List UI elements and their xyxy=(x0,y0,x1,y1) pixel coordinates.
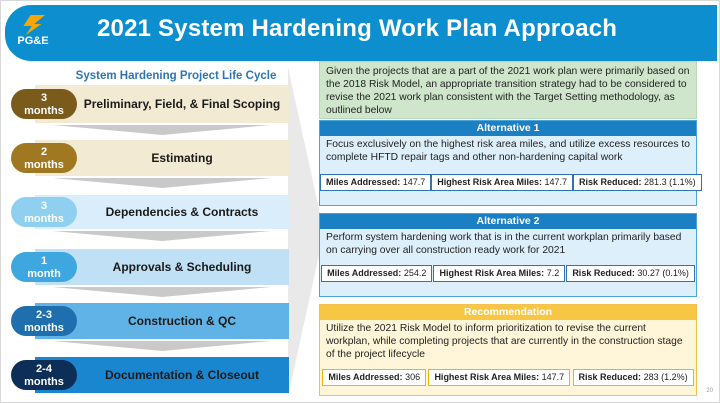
alternative-1-text: Focus exclusively on the highest risk ar… xyxy=(326,139,690,163)
duration-value: 2-4 xyxy=(36,363,52,375)
duration-unit: months xyxy=(24,376,64,388)
metric-miles-addressed: Miles Addressed: 254.2 xyxy=(321,265,433,282)
metric-highest-risk-miles: Highest Risk Area Miles: 147.7 xyxy=(431,174,573,191)
intro-text: Given the projects that are a part of th… xyxy=(319,61,697,119)
down-arrow-icon xyxy=(53,287,271,297)
duration-unit: month xyxy=(27,268,61,280)
alternative-2-metrics: Miles Addressed: 254.2 Highest Risk Area… xyxy=(320,265,696,282)
metric-risk-reduced: Risk Reduced: 283 (1.2%) xyxy=(572,369,694,386)
pge-logo: PG&E xyxy=(15,15,51,53)
duration-value: 2 xyxy=(40,146,48,158)
duration-unit: months xyxy=(24,322,64,334)
duration-unit: months xyxy=(24,159,64,171)
recommendation-metrics: Miles Addressed: 306 Highest Risk Area M… xyxy=(320,369,696,386)
page-title: 2021 System Hardening Work Plan Approach xyxy=(97,15,618,42)
stage-label: Documentation & Closeout xyxy=(104,368,259,382)
stage-label: Dependencies & Contracts xyxy=(105,205,259,219)
duration-value: 3 xyxy=(40,92,48,104)
duration-value: 3 xyxy=(40,200,48,212)
duration-value: 1 xyxy=(40,255,48,267)
stage-bar xyxy=(35,140,289,176)
alternative-1-panel: Alternative 1 Focus exclusively on the h… xyxy=(319,120,702,206)
metric-highest-risk-miles: Highest Risk Area Miles: 147.7 xyxy=(428,369,571,386)
recommendation-text: Utilize the 2021 Risk Model to inform pr… xyxy=(326,323,683,360)
alternative-2-panel: Alternative 2 Perform system hardening w… xyxy=(319,213,697,297)
metric-miles-addressed: Miles Addressed: 306 xyxy=(322,369,427,386)
stage-bar xyxy=(35,195,289,229)
stage-label: Preliminary, Field, & Final Scoping xyxy=(83,97,281,111)
header-banner: PG&E 2021 System Hardening Work Plan App… xyxy=(5,5,717,61)
duration-unit: months xyxy=(24,105,64,117)
recommendation-panel: Recommendation Utilize the 2021 Risk Mod… xyxy=(319,304,697,396)
down-arrow-icon xyxy=(53,231,271,241)
alternative-2-heading: Alternative 2 xyxy=(320,214,696,229)
duration-value: 2-3 xyxy=(36,309,52,321)
lifecycle-title: System Hardening Project Life Cycle xyxy=(75,70,277,82)
metric-miles-addressed: Miles Addressed: 147.7 xyxy=(320,174,432,191)
down-arrow-icon xyxy=(53,178,271,188)
duration-unit: months xyxy=(24,213,64,225)
metric-risk-reduced: Risk Reduced: 281.3 (1.1%) xyxy=(573,174,702,191)
lightning-icon xyxy=(23,15,45,35)
stage-bar xyxy=(35,249,289,285)
down-arrow-icon xyxy=(53,341,271,351)
stage-bar xyxy=(35,357,289,393)
metric-risk-reduced: Risk Reduced: 30.27 (0.1%) xyxy=(566,265,695,282)
logo-text: PG&E xyxy=(17,35,49,47)
metric-highest-risk-miles: Highest Risk Area Miles: 7.2 xyxy=(433,265,566,282)
stage-label: Approvals & Scheduling xyxy=(112,260,252,274)
down-arrow-icon xyxy=(53,125,271,135)
page-number: 20 xyxy=(706,388,713,394)
recommendation-heading: Recommendation xyxy=(320,305,696,320)
alternative-2-text: Perform system hardening work that is in… xyxy=(326,232,682,256)
stage-label: Construction & QC xyxy=(128,314,236,328)
alternative-1-metrics: Miles Addressed: 147.7 Highest Risk Area… xyxy=(320,174,702,191)
stage-bar xyxy=(35,303,289,339)
alternative-1-heading: Alternative 1 xyxy=(320,121,696,136)
stage-label: Estimating xyxy=(151,151,213,165)
stage-bar xyxy=(35,85,289,123)
